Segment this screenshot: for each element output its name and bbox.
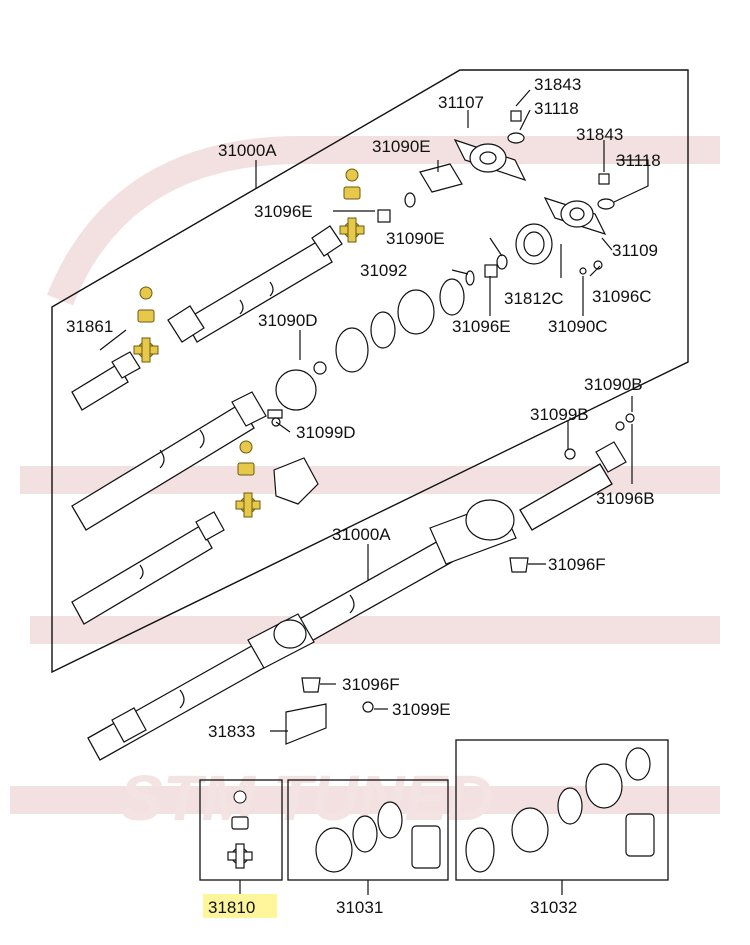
- kit-box-31032: [455, 739, 669, 881]
- highlight-31810: [203, 894, 277, 918]
- label-31099B: 31099B: [530, 405, 589, 424]
- flange-yoke-31090E: [419, 163, 463, 193]
- rear-shaft-31000A: [87, 441, 627, 761]
- label-31090B: 31090B: [584, 375, 643, 394]
- flange-coupling-upper: [275, 278, 465, 411]
- label-31107: 31107: [438, 93, 484, 112]
- label-31000A-top: 31000A: [218, 141, 277, 160]
- upper-shaft: [167, 225, 343, 343]
- label-31090E-a: 31090E: [372, 137, 431, 156]
- yoke-bracket-middle: [273, 457, 319, 505]
- leader-lines: [99, 89, 649, 732]
- label-31096E-a: 31096E: [254, 202, 313, 221]
- assembly-outline: [51, 69, 689, 674]
- label-31810: 31810: [208, 898, 255, 917]
- small-hardware: [377, 110, 635, 431]
- label-31090D: 31090D: [258, 311, 318, 330]
- label-31090C: 31090C: [548, 317, 608, 336]
- label-31099D: 31099D: [296, 423, 356, 442]
- label-31099E: 31099E: [392, 700, 451, 719]
- kit-leader-lines: [239, 880, 563, 895]
- cv-boot-31812C: [515, 223, 553, 265]
- lower-short-shaft: [71, 511, 225, 625]
- u-joint-upper: [339, 168, 365, 243]
- label-31843-a: 31843: [534, 75, 581, 94]
- label-31118-b: 31118: [616, 151, 661, 170]
- label-31843-b: 31843: [576, 125, 623, 144]
- u-joint-middle: [235, 440, 261, 518]
- label-31031: 31031: [336, 898, 383, 917]
- label-31000A-mid: 31000A: [332, 525, 391, 544]
- label-31861: 31861: [66, 317, 113, 336]
- center-bearing-31109: [543, 196, 607, 236]
- stub-shaft-31861: [71, 351, 141, 411]
- label-31812C: 31812C: [504, 289, 564, 308]
- label-31032: 31032: [530, 898, 577, 917]
- label-31096B: 31096B: [596, 489, 655, 508]
- label-31096C: 31096C: [592, 287, 652, 306]
- part-labels: 31000A 31107 31843 31118 31090E 31843 31…: [66, 75, 661, 917]
- label-31096E-b: 31096E: [452, 317, 511, 336]
- kit-box-31810: [199, 779, 283, 881]
- label-31833: 31833: [208, 722, 255, 741]
- u-joint-left: [133, 286, 159, 363]
- label-31109: 31109: [612, 241, 658, 260]
- watermark-text: STM TUNED: [120, 762, 493, 834]
- rubber-mounts: [271, 417, 576, 745]
- center-bearing-31107: [453, 138, 527, 182]
- kit-box-31031: [287, 779, 449, 881]
- label-31096F-b: 31096F: [342, 675, 400, 694]
- label-31096F-a: 31096F: [548, 555, 606, 574]
- label-31092: 31092: [360, 261, 407, 280]
- label-31118-a: 31118: [534, 99, 579, 118]
- label-31090E-b: 31090E: [386, 229, 445, 248]
- middle-shaft: [71, 391, 283, 531]
